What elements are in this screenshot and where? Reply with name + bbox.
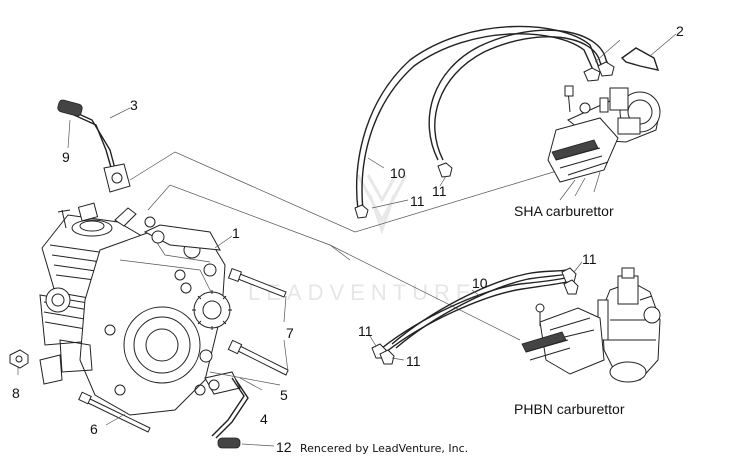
- callout-11-sha-upper: 11: [432, 183, 447, 199]
- bolt-6: [78, 391, 151, 433]
- callout-7: 7: [286, 325, 294, 341]
- callout-6: 6: [90, 421, 98, 437]
- gear-lever-rubber: [217, 437, 241, 449]
- callout-8: 8: [12, 385, 20, 401]
- sha-leaders: [367, 33, 677, 209]
- callout-12: 12: [276, 439, 292, 455]
- callout-5: 5: [280, 387, 288, 403]
- phbn-carburettor-group: [371, 267, 661, 383]
- caption-phbn-carburettor: PHBN carburettor: [514, 401, 625, 417]
- phbn-carburettor-body: [597, 267, 661, 383]
- reference-lines: [129, 151, 561, 341]
- phbn-intake-manifold: [521, 303, 605, 375]
- callout-11-phbn-lower: 11: [406, 353, 421, 369]
- hose-phbn: [381, 269, 569, 353]
- kick-lever: [57, 99, 131, 193]
- callout-3: 3: [130, 97, 138, 113]
- hose-sha: [355, 25, 613, 211]
- callout-10-phbn: 10: [472, 275, 488, 291]
- callout-11-phbn-right: 11: [582, 251, 597, 267]
- callout-11-sha-lower: 11: [410, 193, 425, 209]
- rendered-by-credit: Rencered by LeadVenture, Inc.: [300, 442, 468, 455]
- bolt-7-lower: [227, 339, 289, 376]
- callout-9: 9: [62, 149, 70, 165]
- callout-2: 2: [676, 23, 684, 39]
- watermark-logo: [356, 174, 408, 235]
- sha-carburettor-group: [354, 25, 661, 219]
- gear-lever: [204, 371, 249, 449]
- hose-clip-sha-upper: [437, 162, 453, 178]
- caption-sha-carburettor: SHA carburettor: [514, 203, 614, 219]
- engine-assembly: [39, 202, 232, 416]
- clamp-2: [620, 47, 660, 71]
- callout-1: 1: [232, 225, 240, 241]
- hose-clip-phbn-right: [561, 267, 577, 283]
- nut-8: [9, 349, 29, 369]
- engine-leaders: [17, 107, 289, 447]
- callout-4: 4: [260, 411, 268, 427]
- kick-grip: [57, 99, 83, 117]
- phbn-leaders: [369, 261, 583, 361]
- callout-10-sha: 10: [390, 165, 406, 181]
- sha-intake-manifold: [547, 117, 619, 201]
- callout-11-phbn-left: 11: [358, 323, 373, 339]
- sprocket: [192, 290, 232, 330]
- bolt-7-upper: [227, 267, 287, 298]
- hose-clip-sha-lower: [354, 204, 369, 219]
- callout-labels: 1 2 3 4 5 6 7 8 9 10 10 11 11 11 11 11 1…: [12, 23, 684, 455]
